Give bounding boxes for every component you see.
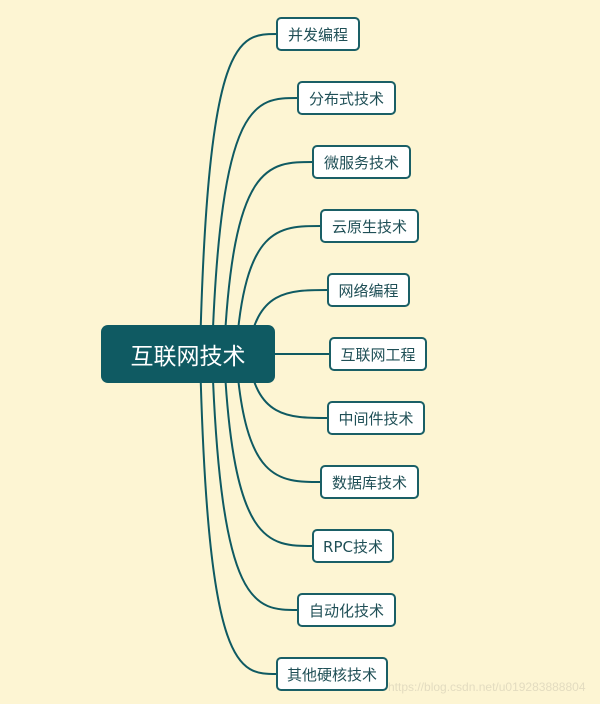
subtopic-node[interactable]: 网络编程	[327, 273, 410, 307]
connector-line	[235, 225, 322, 355]
subtopic-node[interactable]: RPC技术	[312, 529, 394, 563]
connector-line	[211, 97, 299, 355]
subtopic-node[interactable]: 并发编程	[276, 17, 360, 51]
subtopic-node[interactable]: 互联网工程	[329, 337, 427, 371]
subtopic-node[interactable]: 数据库技术	[320, 465, 419, 499]
connector-line	[211, 353, 299, 611]
connector-line	[199, 353, 278, 675]
subtopic-node[interactable]: 云原生技术	[320, 209, 419, 243]
subtopic-node[interactable]: 自动化技术	[297, 593, 396, 627]
subtopic-node[interactable]: 中间件技术	[327, 401, 425, 435]
root-topic[interactable]: 互联网技术	[101, 325, 275, 383]
subtopic-node[interactable]: 其他硬核技术	[276, 657, 388, 691]
subtopic-node[interactable]: 分布式技术	[297, 81, 396, 115]
connector-line	[199, 33, 278, 355]
watermark: https://blog.csdn.net/u019283888804	[388, 680, 586, 694]
connector-line	[223, 161, 314, 355]
connector-line	[223, 353, 314, 547]
subtopic-node[interactable]: 微服务技术	[312, 145, 411, 179]
connector-line	[235, 353, 322, 483]
